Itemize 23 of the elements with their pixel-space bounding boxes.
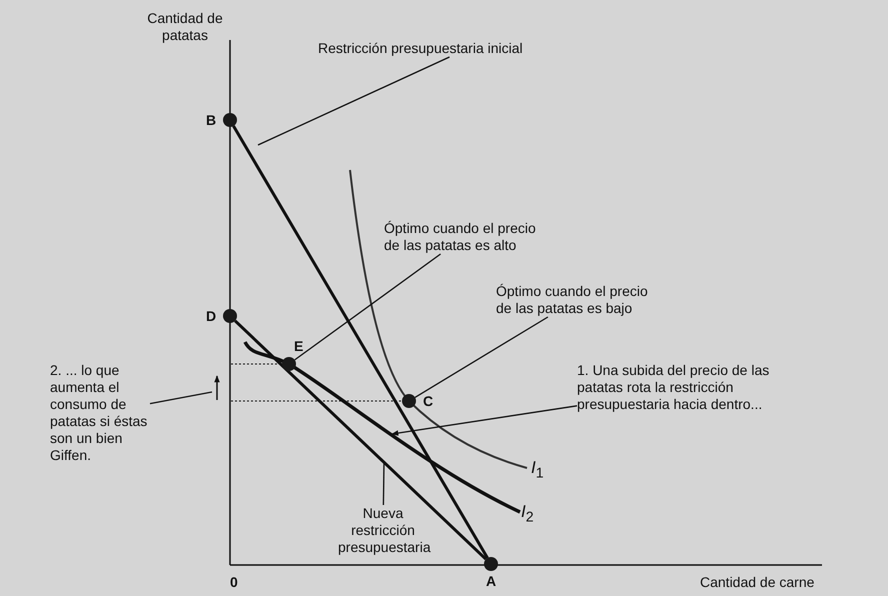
axis-title: Cantidad de carne [700,574,816,591]
point-label: A [486,573,496,590]
leader-line [294,253,441,360]
point-label: E [294,338,304,355]
leader-line [150,391,212,404]
budget-line [234,320,487,560]
leader-line [414,316,548,398]
axis-tick-label: 0 [230,574,239,591]
leader-line [391,405,578,436]
point-label: C [423,393,434,410]
leader-line [382,462,385,505]
annotation-text: Óptimo cuando el precio de las patatas es bajo [496,283,656,317]
annotation-text: 2. ... lo que aumenta el consumo de patatas si éstas son un bien Giffen. [50,362,150,464]
curve-label: I$_{2}$ [521,502,535,528]
annotation-text: Óptimo cuando el precio de las patatas es alto [384,220,544,254]
budget-line [232,125,489,559]
point-label: B [206,112,216,129]
annotation-text: 1. Una subida del precio de las patatas rota la restricción presupuestaria hacia dentro... [577,362,817,413]
curve-label: I$_{1}$ [531,458,545,484]
annotation-text: Restricción presupuestaria inicial [318,40,618,57]
leader-line [258,56,450,146]
axis-title: Cantidad de patatas [146,10,224,44]
point-label: D [206,308,216,325]
